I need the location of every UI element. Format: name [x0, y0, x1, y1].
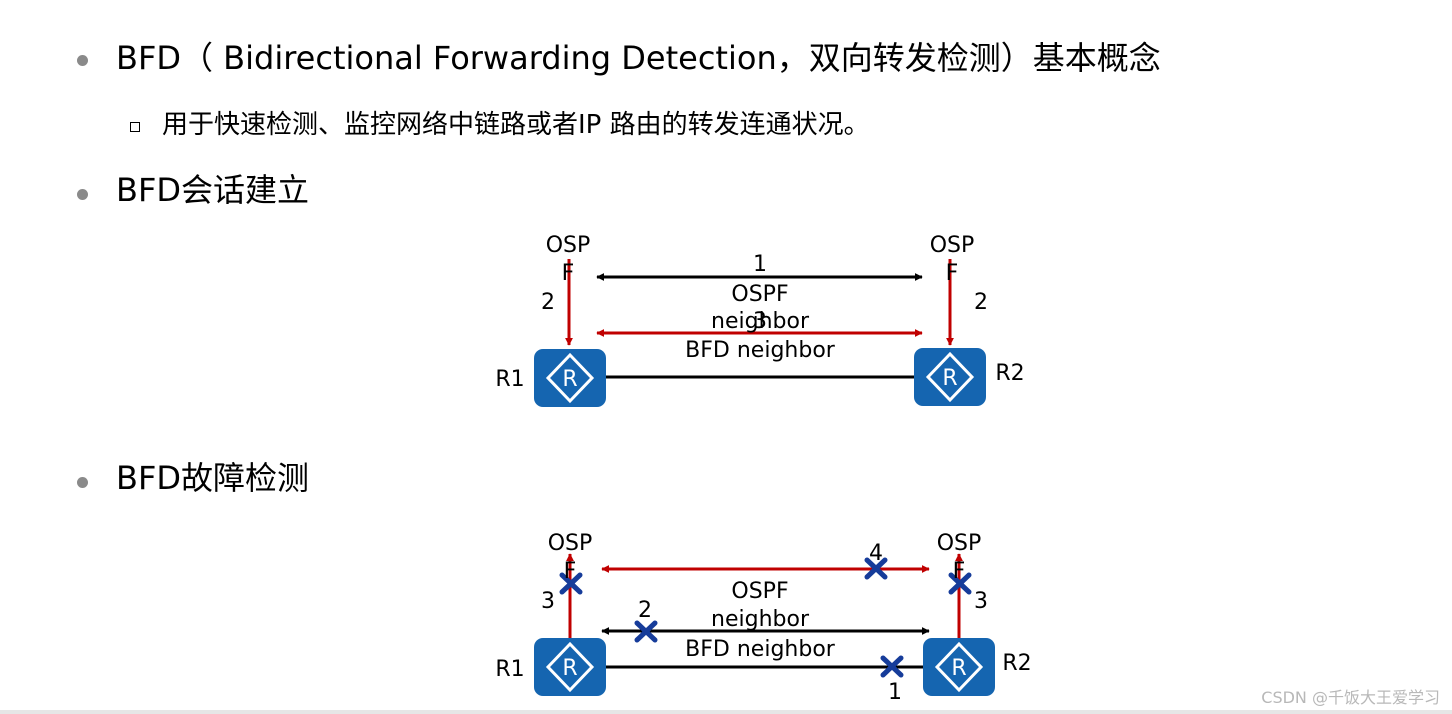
step1-label: 1	[888, 680, 902, 705]
ospf-right-label-f: F	[953, 559, 966, 584]
ospf-left-label-f: F	[562, 261, 575, 286]
bottom-divider	[0, 710, 1452, 714]
step3-label: 3	[753, 309, 767, 334]
bullet-bfd-concept-text: BFD（ Bidirectional Forwarding Detection，…	[116, 39, 1161, 77]
ospf-left-label: OSP	[548, 531, 593, 556]
diagram-bfd-session: R R OSP F OSP F 1 2 2 3 OSPF neighbor BF…	[495, 233, 1025, 409]
router-r1-icon: R	[532, 347, 608, 409]
fail-x-icon	[634, 620, 658, 643]
step2-left-label: 2	[541, 290, 555, 315]
step2-right-label: 2	[974, 290, 988, 315]
router-r1-label: R1	[495, 367, 524, 392]
sub-bullet-marker	[130, 122, 140, 132]
bullet-dot	[77, 477, 88, 488]
step2-label: 2	[638, 598, 652, 623]
ospf-neighbor-label-line1: OSPF	[731, 579, 788, 604]
router-r2-glyph: R	[942, 366, 957, 391]
router-r1-glyph: R	[562, 367, 577, 392]
bullet-dot	[77, 189, 88, 200]
router-r2-icon: R	[912, 346, 988, 408]
bullet-bfd-session-text: BFD会话建立	[116, 171, 310, 209]
fail-x-icon	[880, 655, 904, 678]
bfd-neighbor-label: BFD neighbor	[685, 637, 836, 662]
ospf-right-label: OSP	[930, 233, 975, 258]
step3-left-label: 3	[541, 589, 555, 614]
fail-x-icon	[948, 572, 972, 595]
router-r2-label: R2	[995, 361, 1024, 386]
router-r1-label: R1	[495, 657, 524, 682]
router-r2-icon: R	[921, 636, 997, 698]
ospf-right-label: OSP	[937, 531, 982, 556]
diagram-bfd-fault: R R OSP F OSP F 4 3 3 2 1 OSPF	[495, 531, 1031, 705]
step4-label: 4	[869, 541, 883, 566]
ospf-right-label-f: F	[946, 261, 959, 286]
router-r2-glyph: R	[951, 656, 966, 681]
fail-x-icon	[559, 572, 583, 595]
ospf-left-label: OSP	[546, 233, 591, 258]
bullet-dot	[77, 55, 88, 66]
bullet-bfd-fault-text: BFD故障检测	[116, 459, 310, 497]
ospf-neighbor-label-line2: neighbor	[711, 309, 810, 334]
router-r1-glyph: R	[562, 656, 577, 681]
router-r2-label: R2	[1002, 651, 1031, 676]
router-r1-icon: R	[532, 636, 608, 698]
ospf-left-label-f: F	[564, 559, 577, 584]
csdn-watermark: CSDN @千饭大王爱学习	[1261, 688, 1440, 707]
sub-bullet-bfd-purpose-text: 用于快速检测、监控网络中链路或者IP 路由的转发连通状况。	[162, 110, 870, 140]
fail-x-icon	[864, 557, 888, 580]
bfd-neighbor-label: BFD neighbor	[685, 338, 836, 363]
step1-label: 1	[753, 252, 767, 277]
ospf-neighbor-label-line1: OSPF	[731, 282, 788, 307]
step3-right-label: 3	[974, 589, 988, 614]
ospf-neighbor-label-line2: neighbor	[711, 607, 810, 632]
